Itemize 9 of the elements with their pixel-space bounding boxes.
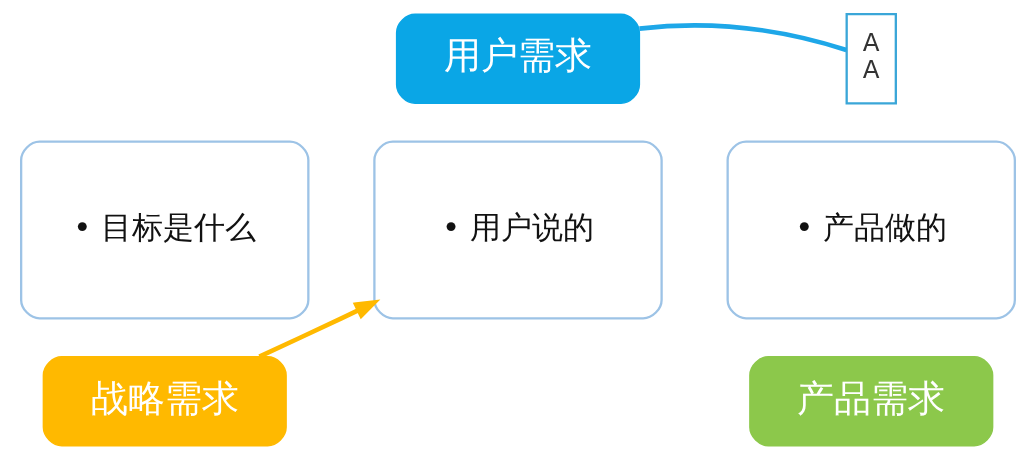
node-box: 战略需求 xyxy=(42,355,287,447)
connector xyxy=(639,23,848,53)
arrow xyxy=(258,299,381,359)
node-box: A A xyxy=(845,13,897,105)
node-box: • 产品做的 xyxy=(726,140,1016,320)
node-box: 用户需求 xyxy=(395,13,641,105)
node-box: • 目标是什么 xyxy=(20,140,310,320)
node-box: 产品需求 xyxy=(749,355,994,447)
node-box: • 用户说的 xyxy=(373,140,663,320)
